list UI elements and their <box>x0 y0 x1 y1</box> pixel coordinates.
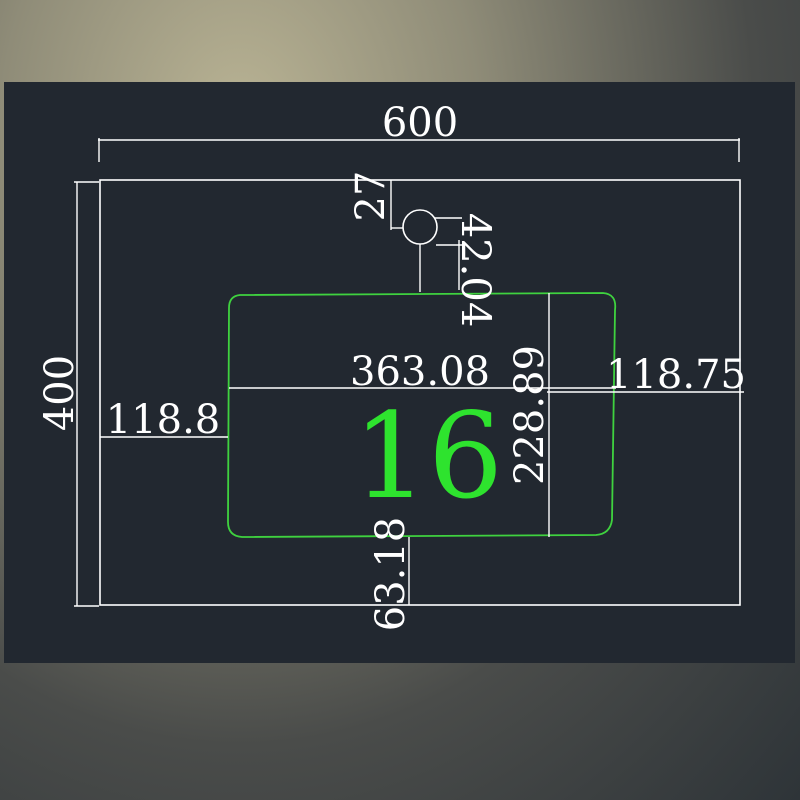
right-margin-label: 118.75 <box>606 352 746 398</box>
basin-outline <box>227 292 617 538</box>
left-margin-label: 118.8 <box>106 397 221 443</box>
cad-drawing-panel <box>4 82 795 663</box>
bottom-margin-label: 63.18 <box>368 517 414 632</box>
basin-dimension-lines <box>100 293 744 605</box>
faucet-hole-diameter-label: 27 <box>348 171 394 222</box>
overall-height-label: 400 <box>37 355 83 431</box>
height-dimension-lines <box>74 181 99 607</box>
faucet-hole <box>402 209 438 245</box>
center-label: 16 <box>353 387 503 525</box>
overall-width-label: 600 <box>382 100 458 146</box>
faucet-hole-dim-lines <box>390 180 464 292</box>
width-dimension-lines <box>98 138 740 162</box>
basin-width-label: 363.08 <box>350 349 490 395</box>
faucet-hole-offset-label: 42.04 <box>452 213 498 328</box>
basin-height-label: 228.89 <box>507 345 553 485</box>
